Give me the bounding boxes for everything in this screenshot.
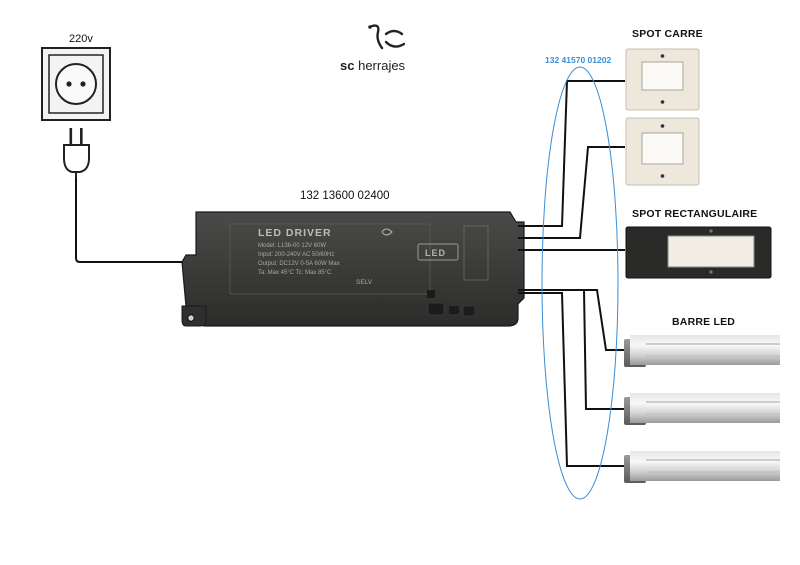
spot-code-label: 132 41570 01202 bbox=[545, 55, 612, 65]
wall-outlet bbox=[41, 47, 111, 121]
spot-carre-2 bbox=[625, 117, 700, 186]
led-driver bbox=[181, 211, 525, 327]
output-wires bbox=[518, 80, 625, 467]
barre-led-1 bbox=[624, 335, 780, 367]
driver-output: Output: DC12V 0-5A 60W Max bbox=[258, 261, 340, 267]
driver-selv: SELV bbox=[356, 279, 373, 286]
barre-led-2 bbox=[624, 393, 780, 425]
spot-carre-1 bbox=[625, 48, 700, 111]
driver-led-badge: LED bbox=[425, 248, 446, 258]
spot-group-ellipse bbox=[541, 66, 619, 500]
brand-label: herrajes bbox=[358, 58, 406, 73]
driver-model: Model: L136-00 12V 60W bbox=[258, 243, 326, 249]
spot-rectangulaire-label: SPOT RECTANGULAIRE bbox=[632, 208, 758, 220]
sc-herrajes-logo-icon bbox=[368, 24, 406, 50]
driver-input: Input: 200-240V AC 50/60Hz bbox=[258, 252, 334, 258]
spot-rectangulaire bbox=[625, 226, 772, 279]
brand-name: sc herrajes bbox=[340, 58, 405, 73]
driver-code-label: 132 13600 02400 bbox=[300, 190, 390, 202]
spot-carre-label: SPOT CARRE bbox=[632, 28, 703, 40]
power-plug bbox=[63, 128, 90, 178]
input-wire bbox=[75, 178, 186, 263]
barre-led-3 bbox=[624, 451, 780, 483]
driver-title: LED DRIVER bbox=[258, 227, 332, 239]
driver-temps: Ta: Max 45°C Tc: Max 85°C bbox=[258, 270, 332, 276]
voltage-label: 220v bbox=[69, 33, 93, 45]
barre-led-label: BARRE LED bbox=[672, 316, 736, 328]
brand-prefix: sc bbox=[340, 58, 355, 73]
